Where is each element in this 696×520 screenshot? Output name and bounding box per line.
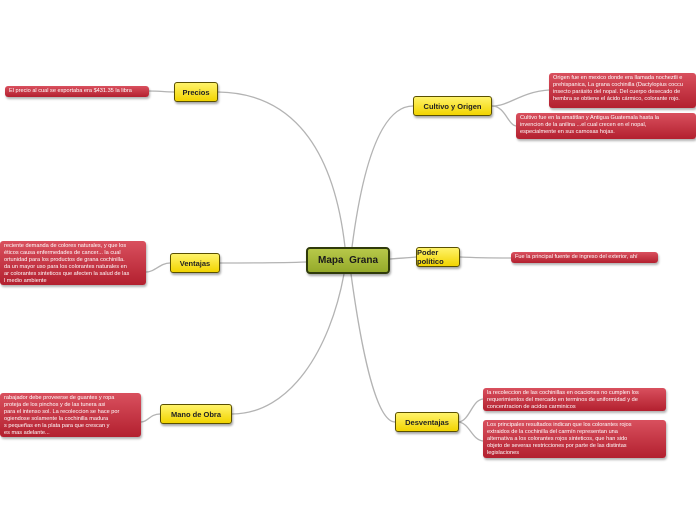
note-cultivo-origen[interactable]: Origen fue en mexico donde era llamada n… xyxy=(549,73,696,108)
connector-desventajas xyxy=(350,273,396,423)
central-topic[interactable]: Mapa Grana xyxy=(306,247,390,274)
topic-cultivo-y-origen[interactable]: Cultivo y Origen xyxy=(413,96,492,116)
connector-ventajas xyxy=(219,261,307,264)
connector-desventajas-note-2 xyxy=(458,421,484,442)
connector-precios xyxy=(217,91,346,248)
note-ventajas[interactable]: reciente demanda de colores naturales, y… xyxy=(0,241,146,285)
topic-ventajas[interactable]: Ventajas xyxy=(170,253,220,273)
note-desventajas-resultados[interactable]: Los principales resultados indican que l… xyxy=(483,420,666,458)
topic-poder-politico[interactable]: Poder político xyxy=(416,247,460,267)
note-desventajas-recoleccion[interactable]: la recoleccion de las cochinillas en oca… xyxy=(483,388,666,411)
note-precios[interactable]: El precio al cual se exportaba era $431.… xyxy=(5,86,149,97)
note-cultivo-amatitlan[interactable]: Cultivo fue en la amatitlan y Antigua Gu… xyxy=(516,113,696,139)
connector-mano xyxy=(231,273,345,415)
connector-cultivo xyxy=(351,105,414,248)
connector-ventajas-note xyxy=(145,262,171,273)
note-poder-politico[interactable]: Fue la principal fuente de ingreso del e… xyxy=(511,252,658,263)
topic-precios[interactable]: Precios xyxy=(174,82,218,102)
connector-cultivo-note-1 xyxy=(491,89,550,107)
note-mano-de-obra[interactable]: rabajador debe proveerse de guantes y ro… xyxy=(0,393,141,437)
connector-mano-note xyxy=(140,413,161,423)
topic-desventajas[interactable]: Desventajas xyxy=(395,412,459,432)
connector-poder-note xyxy=(459,256,512,259)
topic-mano-de-obra[interactable]: Mano de Obra xyxy=(160,404,232,424)
connector-poder xyxy=(389,256,417,260)
connector-precios-note xyxy=(148,90,175,93)
connector-desventajas-note-1 xyxy=(458,398,484,423)
connector-cultivo-note-2 xyxy=(491,105,517,127)
